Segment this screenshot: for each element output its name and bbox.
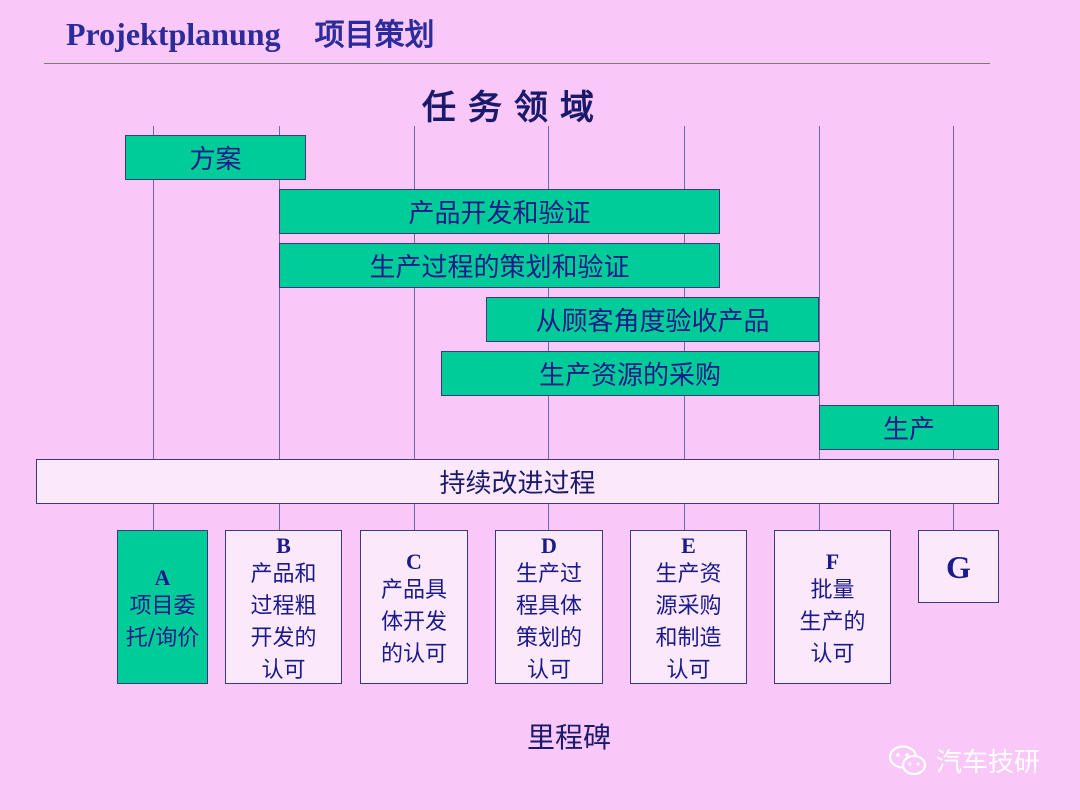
- task-bar-customer-acceptance: 从顾客角度验收产品: [486, 297, 819, 342]
- milestone-line-b: [279, 126, 280, 530]
- milestone-f: F 批量 生产的 认可: [774, 530, 891, 684]
- section-header: 任务领域: [422, 88, 606, 128]
- wechat-icon: [888, 744, 927, 775]
- milestone-a: A 项目委 托/询价: [117, 530, 208, 684]
- milestone-letter: A: [154, 565, 171, 590]
- milestone-text: 项目委 托/询价: [125, 594, 200, 651]
- task-bar-concept: 方案: [125, 135, 306, 180]
- milestone-letter: C: [406, 549, 422, 574]
- milestone-text: 生产资 源采购 和制造 认可: [655, 562, 722, 683]
- watermark: 汽车技研: [888, 742, 1040, 779]
- milestone-line-a: [153, 126, 154, 530]
- milestone-c: C 产品具 体开发 的认可: [360, 530, 468, 684]
- milestone-line-c: [414, 126, 415, 530]
- watermark-text: 汽车技研: [936, 748, 1041, 778]
- milestone-letter: G: [946, 549, 971, 585]
- milestone-e: E 生产资 源采购 和制造 认可: [630, 530, 747, 684]
- milestones-label: 里程碑: [527, 721, 612, 754]
- title-en: Projektplanung: [66, 16, 281, 52]
- task-bar-process-planning: 生产过程的策划和验证: [279, 243, 720, 288]
- milestone-d: D 生产过 程具体 策划的 认可: [495, 530, 603, 684]
- milestone-line-g: [953, 126, 954, 530]
- task-bar-resource-procurement: 生产资源的采购: [441, 351, 819, 396]
- milestone-text: 产品具 体开发 的认可: [380, 578, 447, 667]
- milestone-letter: D: [541, 533, 557, 558]
- task-bar-production: 生产: [819, 405, 999, 450]
- milestone-letter: E: [681, 533, 696, 558]
- title-cn: 项目策划: [314, 18, 435, 53]
- milestone-text: 产品和 过程粗 开发的 认可: [250, 562, 317, 683]
- milestone-text: 批量 生产的 认可: [799, 578, 866, 667]
- milestone-letter: B: [276, 533, 291, 558]
- milestone-g: G: [918, 530, 999, 603]
- milestone-b: B 产品和 过程粗 开发的 认可: [225, 530, 342, 684]
- milestone-line-f: [819, 126, 820, 530]
- milestone-letter: F: [825, 549, 840, 574]
- slide-title: Projektplanung 项目策划: [66, 10, 435, 54]
- milestone-text: 生产过 程具体 策划的 认可: [515, 562, 582, 683]
- continuous-improvement-bar: 持续改进过程: [36, 459, 999, 504]
- title-divider: [44, 63, 990, 64]
- task-bar-product-development: 产品开发和验证: [279, 189, 720, 234]
